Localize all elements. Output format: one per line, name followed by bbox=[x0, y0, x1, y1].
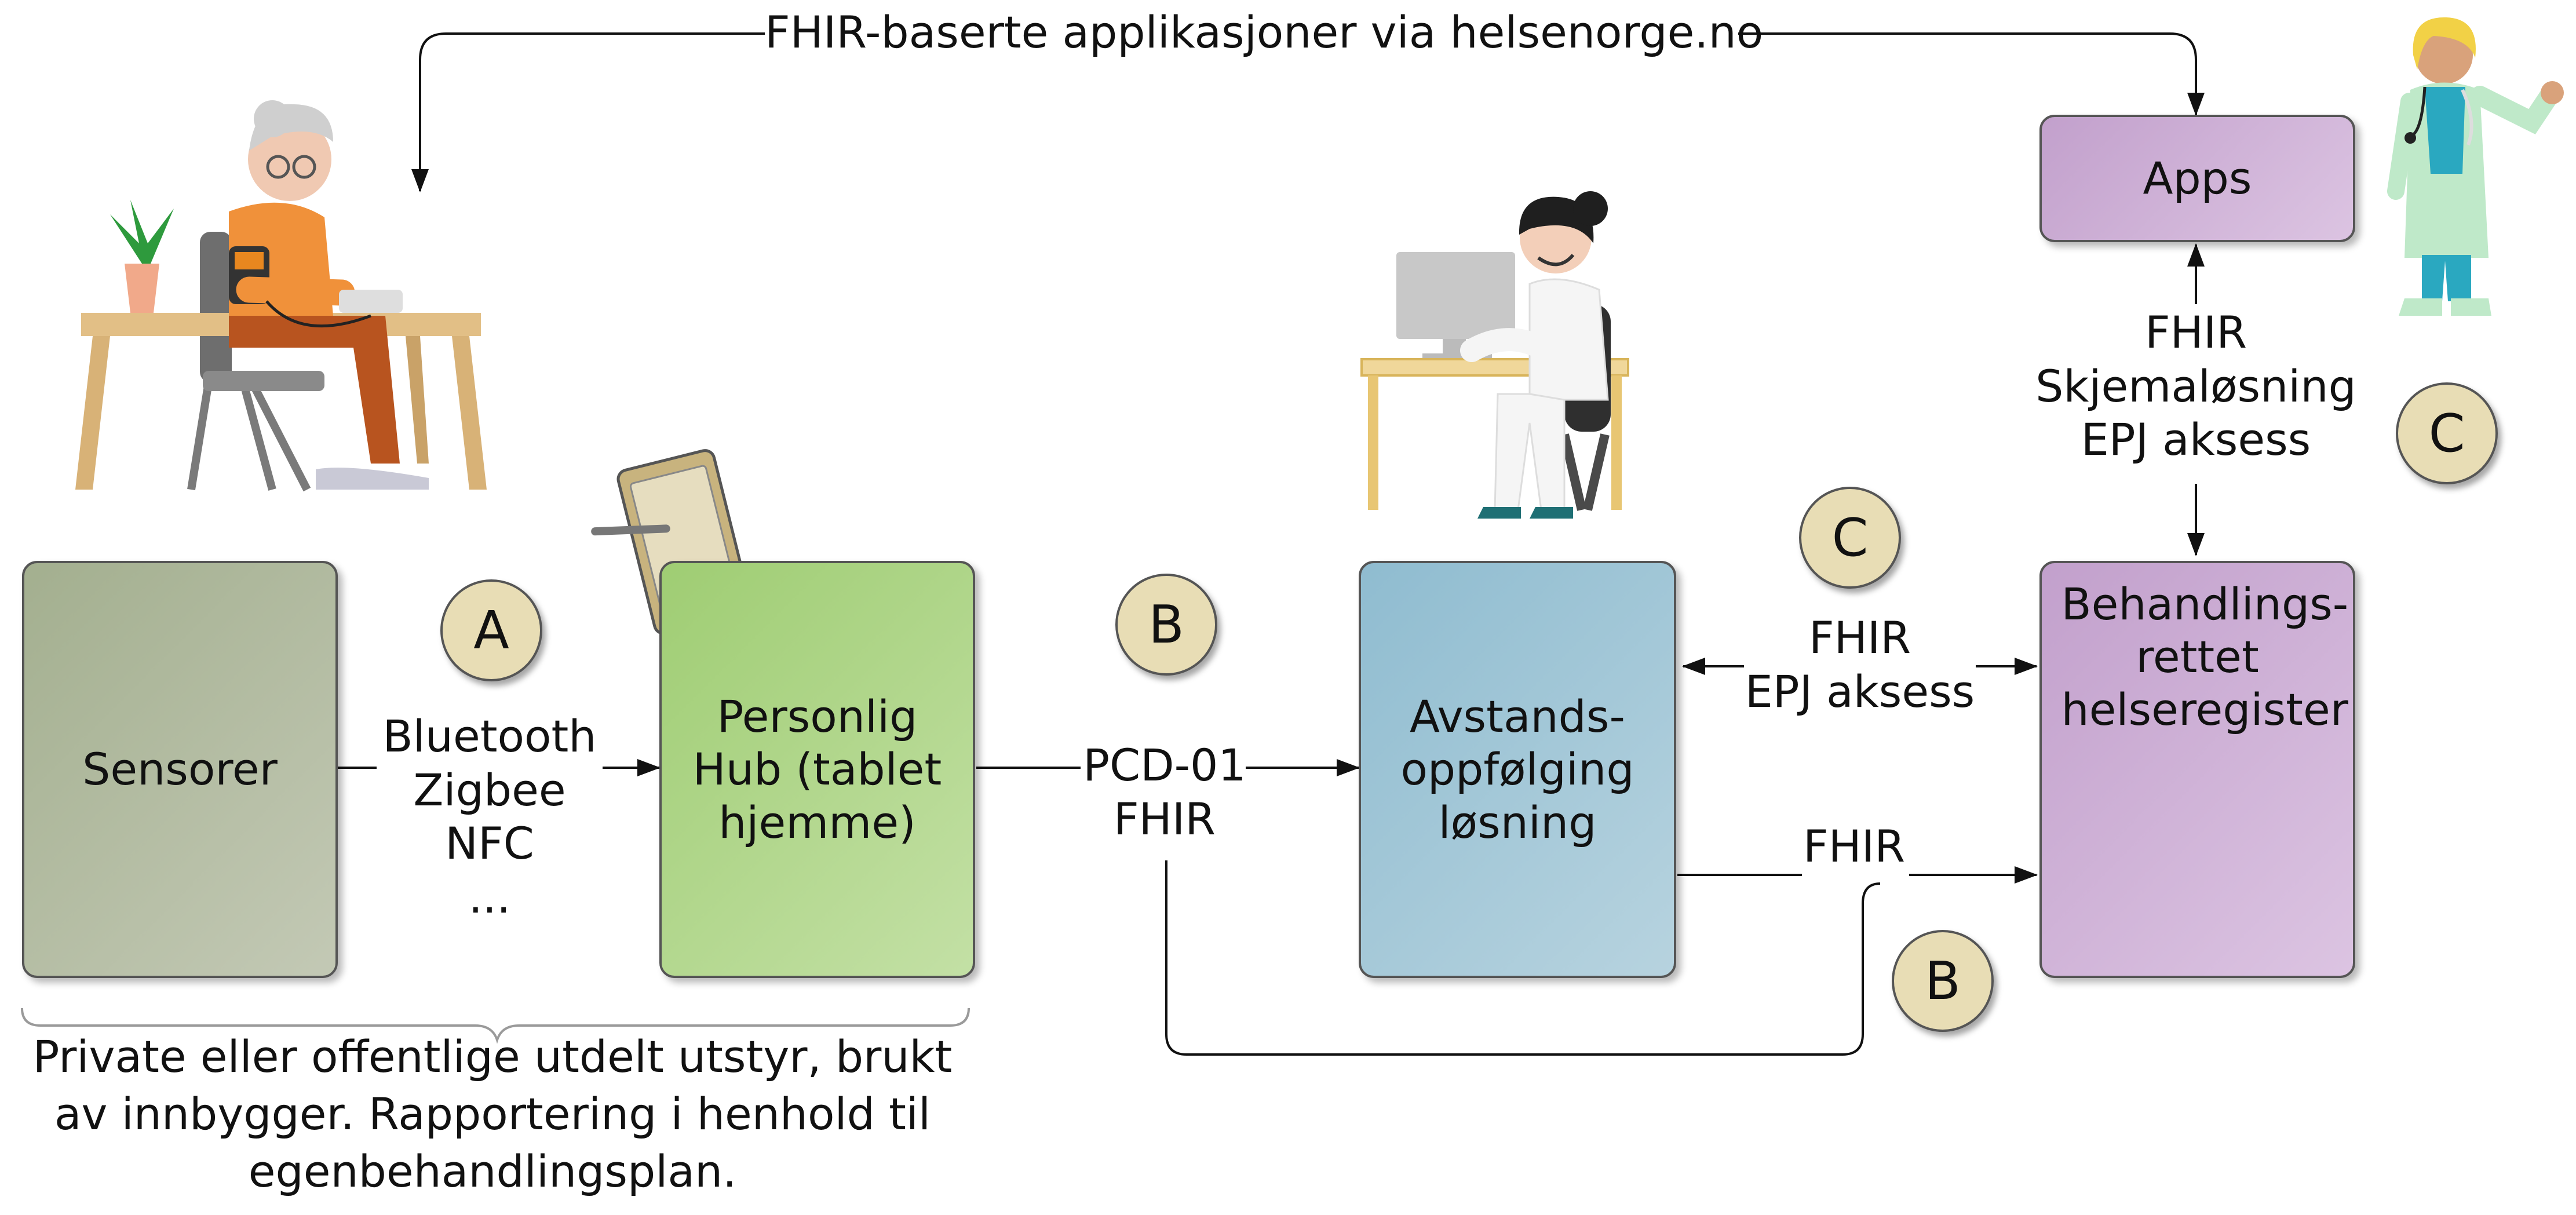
register-box: Behandlings- rettet helseregister bbox=[2039, 561, 2355, 978]
hub-avstand-protocols: PCD-01 FHIR bbox=[1078, 739, 1251, 846]
badge-c-avstand: C bbox=[1799, 487, 1901, 589]
protocol-fhir: FHIR bbox=[1808, 612, 1911, 663]
badge-b-hub: B bbox=[1115, 574, 1217, 676]
protocol-fhir: FHIR bbox=[1113, 793, 1216, 845]
hub-label: Personlig Hub (tablet hjemme) bbox=[692, 691, 942, 848]
device-group-caption: Private eller offentlige utdelt utstyr, … bbox=[32, 1031, 953, 1197]
apps-register-protocols: FHIR Skjemaløsning EPJ aksess bbox=[2028, 306, 2364, 468]
protocol-more: ... bbox=[468, 871, 511, 924]
protocol-epj: EPJ aksess bbox=[2081, 414, 2311, 466]
sensorer-label: Sensorer bbox=[82, 743, 278, 796]
protocol-pcd01: PCD-01 bbox=[1083, 739, 1246, 791]
avstand-label: Avstands- oppfølging løsning bbox=[1400, 691, 1634, 848]
protocol-nfc: NFC bbox=[445, 818, 534, 870]
protocol-epj: EPJ aksess bbox=[1745, 665, 1975, 717]
apps-label: Apps bbox=[2143, 152, 2252, 205]
avstand-register-protocols: FHIR EPJ aksess bbox=[1744, 611, 1976, 718]
apps-box: Apps bbox=[2039, 115, 2355, 242]
sensors-hub-protocols: Bluetooth Zigbee NFC ... bbox=[380, 710, 600, 925]
nurse-at-desk-icon bbox=[1360, 191, 1629, 519]
device-group-brace bbox=[21, 1008, 970, 1044]
top-flow-label: FHIR-baserte applikasjoner via helsenorg… bbox=[765, 6, 1763, 60]
protocol-fhir: FHIR bbox=[2144, 307, 2247, 358]
sensorer-box: Sensorer bbox=[22, 561, 338, 978]
protocol-bluetooth: Bluetooth bbox=[382, 710, 597, 762]
badge-a: A bbox=[440, 579, 542, 681]
register-label: Behandlings- rettet helseregister bbox=[2061, 578, 2349, 736]
doctor-icon bbox=[2387, 17, 2564, 316]
avstand-register-fhir-label: FHIR bbox=[1803, 820, 1906, 872]
badge-b-bypass: B bbox=[1892, 930, 1994, 1032]
edge-bypass-register bbox=[1165, 860, 1881, 1056]
elderly-patient-icon bbox=[75, 100, 487, 492]
badge-c-apps: C bbox=[2396, 382, 2498, 484]
hub-box: Personlig Hub (tablet hjemme) bbox=[659, 561, 975, 978]
protocol-skjema: Skjemaløsning bbox=[2035, 360, 2356, 412]
top-flow-connector bbox=[411, 32, 2205, 192]
avstand-box: Avstands- oppfølging løsning bbox=[1359, 561, 1676, 978]
protocol-zigbee: Zigbee bbox=[413, 764, 566, 816]
